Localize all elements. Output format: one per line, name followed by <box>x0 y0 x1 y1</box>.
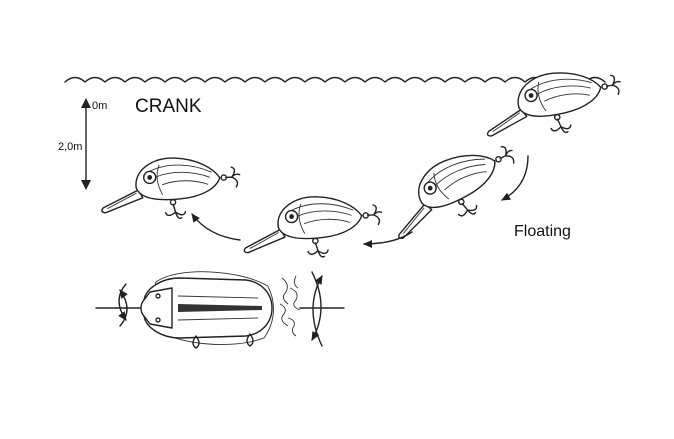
depth-scale: 0m 2,0m <box>58 98 107 190</box>
lure-top-view <box>95 271 345 349</box>
lure-retrieve <box>98 153 243 224</box>
diagram-title: CRANK <box>135 96 202 117</box>
water-surface <box>64 76 606 83</box>
depth-label-top: 0m <box>92 100 107 112</box>
motion-arrows <box>191 155 529 248</box>
lure-deep <box>240 191 386 264</box>
mode-label: Floating <box>514 223 571 240</box>
lure-surface <box>478 61 628 147</box>
depth-label-bottom: 2,0m <box>58 141 82 153</box>
lure-diving <box>376 131 531 249</box>
